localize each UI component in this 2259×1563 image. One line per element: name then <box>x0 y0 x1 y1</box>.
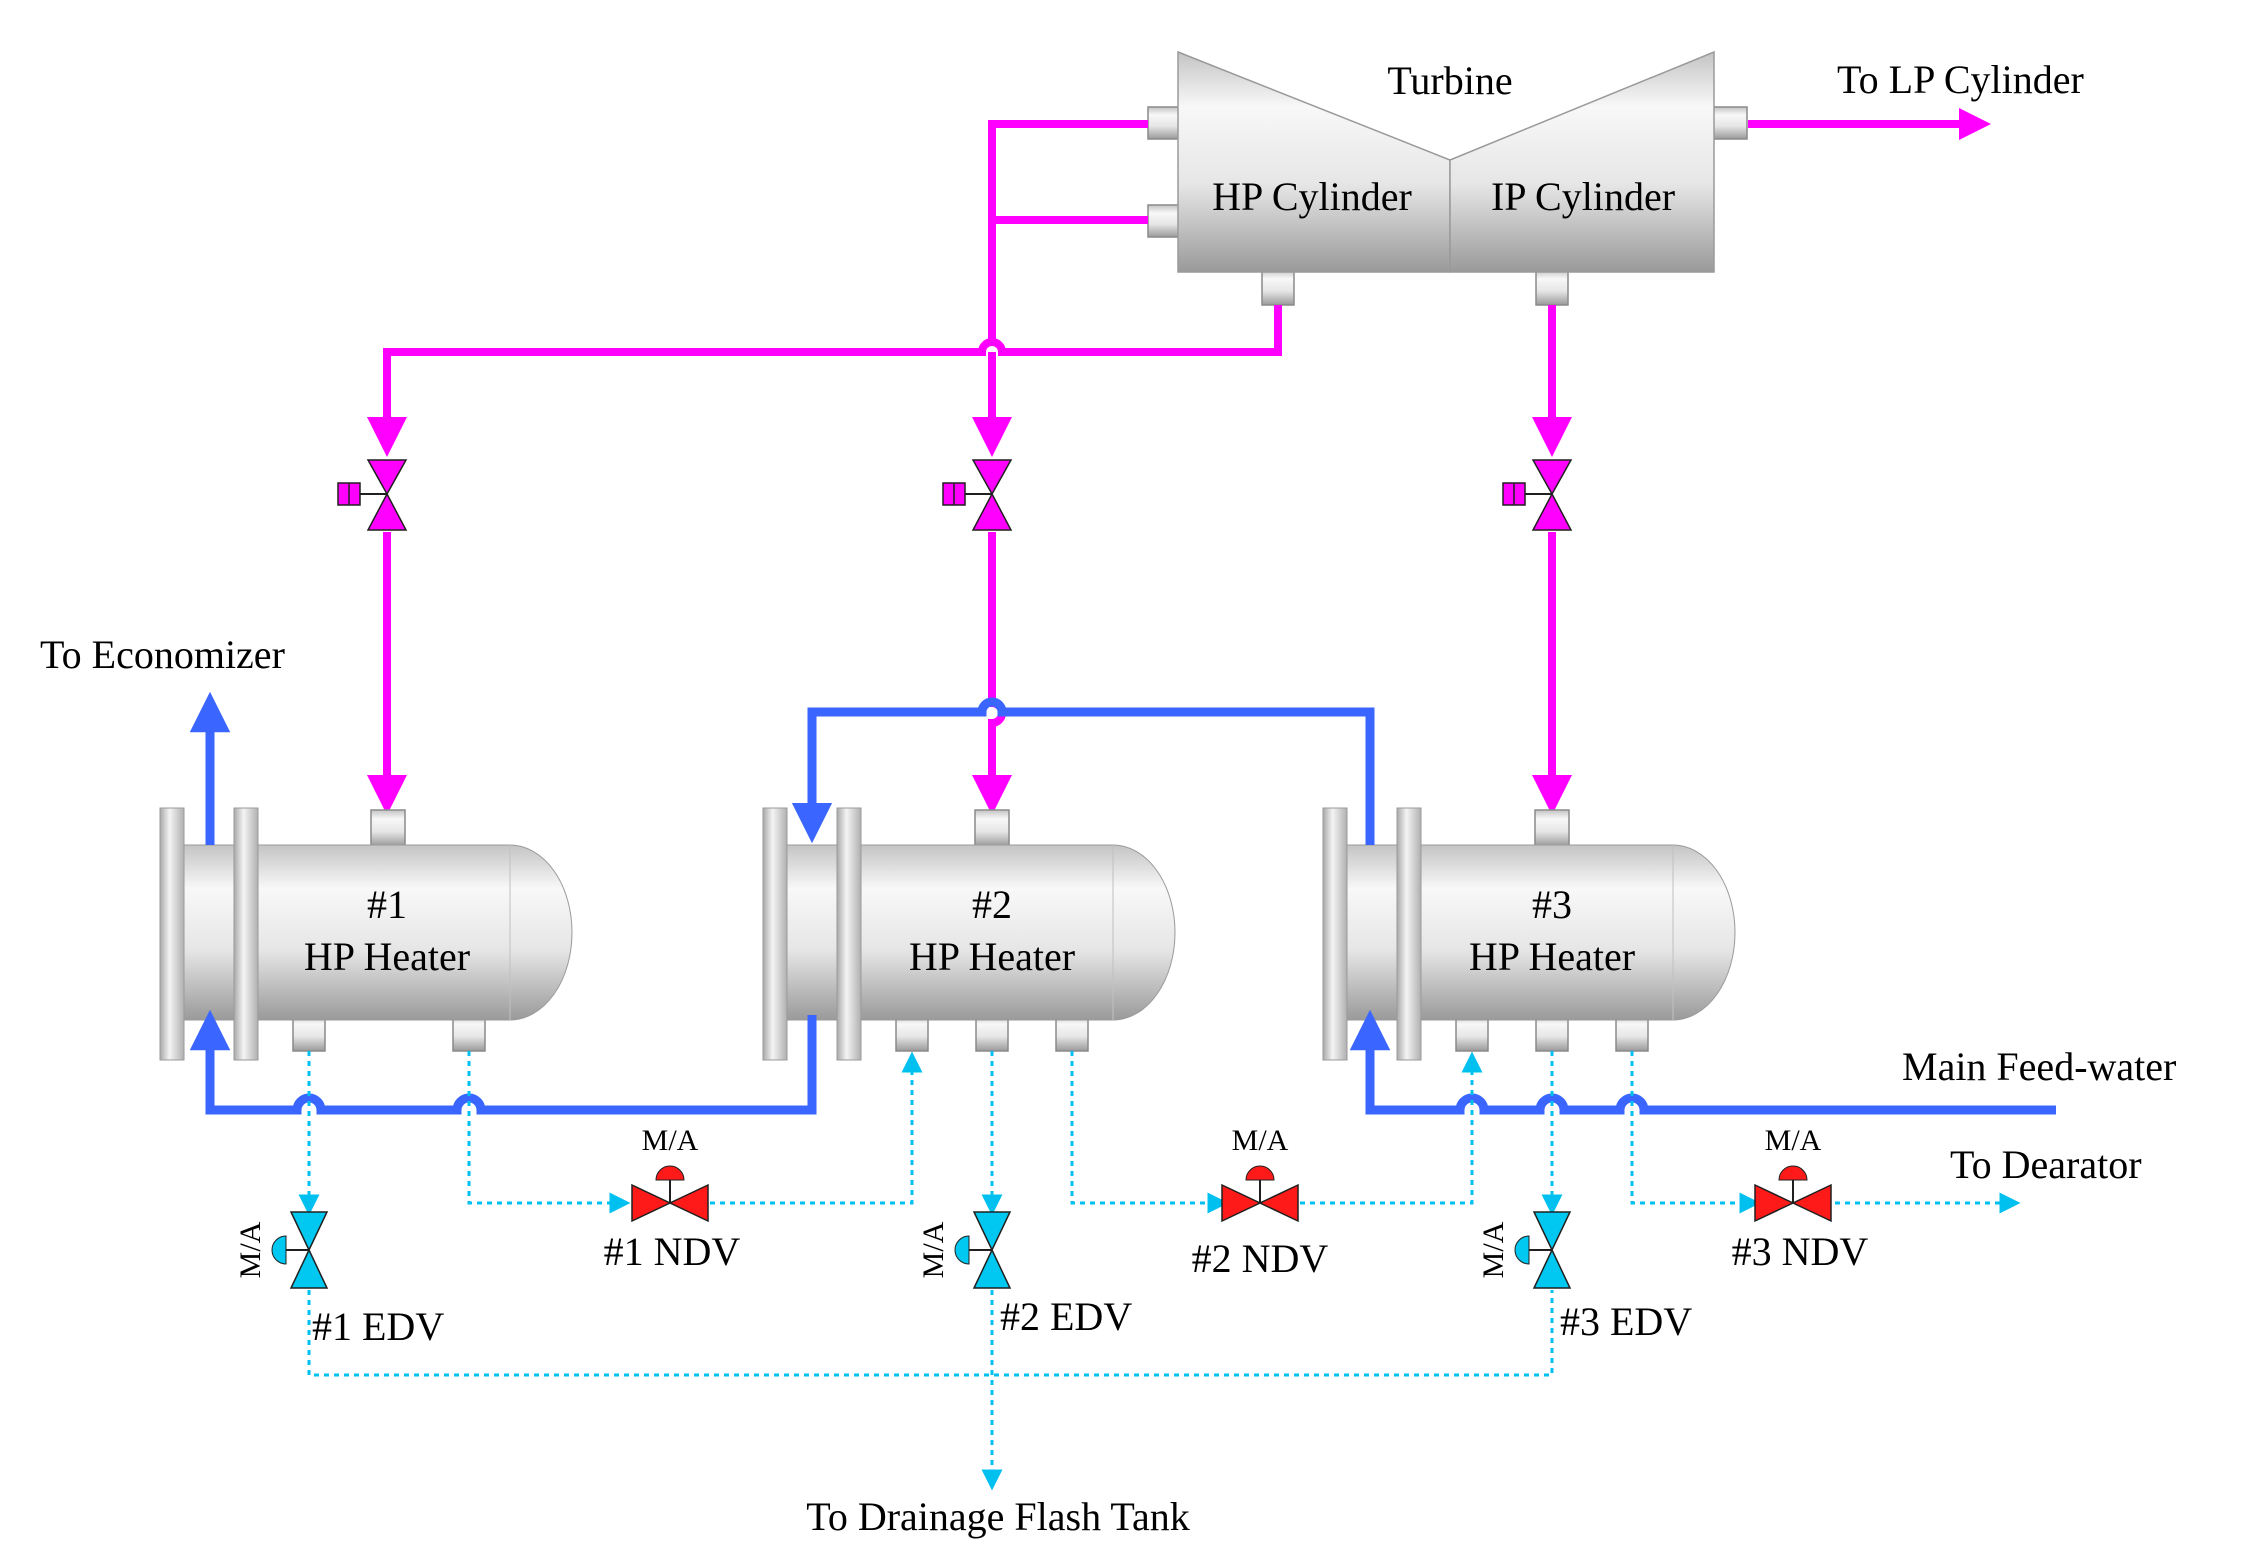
heater-waterbox <box>786 844 838 1021</box>
ndv-3-label: #3 NDV <box>1732 1229 1869 1274</box>
heater-label: HP Heater <box>1469 934 1635 979</box>
drain-lines <box>298 1051 2021 1491</box>
feedwater-heater3-to-heater2 <box>791 697 1375 845</box>
extraction-valve-1[interactable] <box>337 459 408 531</box>
turbine: Turbine HP Cylinder IP Cylinder <box>1147 50 1748 306</box>
ip-cylinder <box>1449 50 1715 273</box>
steam-line-valve2-to-heater2 <box>972 532 1012 815</box>
heater-number: #2 <box>972 882 1012 927</box>
ndv2-drain-line <box>1070 1051 1229 1214</box>
heater-top-nozzle <box>1534 809 1570 847</box>
actuator-dome-icon <box>1514 1235 1530 1265</box>
ndv-2-label: #2 NDV <box>1192 1236 1329 1281</box>
ndv-1-mode: M/A <box>642 1124 699 1157</box>
heater-drain-nozzle <box>975 1014 1009 1052</box>
heater-number: #1 <box>367 882 407 927</box>
extraction-valve-3[interactable] <box>1502 459 1573 531</box>
ip-bottom-nozzle <box>1535 269 1569 306</box>
ip-exhaust-nozzle <box>1711 106 1748 140</box>
to-lp-cylinder-label: To LP Cylinder <box>1837 57 2084 102</box>
heater-shell-flange <box>1396 807 1422 1061</box>
steam-line-to-heater1-header <box>367 305 1282 457</box>
feedwater-lines <box>189 691 2056 1115</box>
main-feedwater-line <box>1349 1009 2056 1115</box>
hp-bottom-nozzle <box>1261 269 1295 306</box>
edv-3-valve[interactable] <box>1514 1211 1572 1289</box>
edv-3-mode: M/A <box>1477 1221 1510 1278</box>
ndv-3-valve[interactable] <box>1754 1165 1832 1223</box>
heater-waterbox-flange <box>762 807 788 1061</box>
heater-2: #2 HP Heater <box>762 807 1176 1061</box>
edv-1-valve[interactable] <box>271 1211 329 1289</box>
turbine-title: Turbine <box>1387 58 1512 103</box>
main-feedwater-label: Main Feed-water <box>1902 1044 2176 1089</box>
heater-label: HP Heater <box>304 934 470 979</box>
edv-3-label: #3 EDV <box>1560 1299 1692 1344</box>
edv-1-mode: M/A <box>234 1221 267 1278</box>
heater-drain-nozzle <box>1455 1014 1489 1052</box>
heater-waterbox-flange <box>159 807 185 1061</box>
heater-label: HP Heater <box>909 934 1075 979</box>
actuator-dome-icon <box>271 1235 287 1265</box>
edv-2-mode: M/A <box>917 1221 950 1278</box>
ndv1-drain-line <box>467 1051 631 1214</box>
feedwater-heater2-to-heater1 <box>189 1009 817 1115</box>
heater-drain-nozzle <box>895 1014 929 1052</box>
ndv-3-mode: M/A <box>1765 1124 1822 1157</box>
heater-waterbox <box>1346 844 1398 1021</box>
heater-shell <box>257 844 573 1021</box>
heater-3: #3 HP Heater <box>1322 807 1736 1061</box>
actuator-dome-icon <box>954 1235 970 1265</box>
actuator-dome-icon <box>655 1165 685 1181</box>
heater-top-nozzle <box>974 809 1010 847</box>
to-dearator-label: To Dearator <box>1950 1142 2142 1187</box>
hp-extraction-nozzle-upper <box>1147 106 1181 140</box>
heater-shell-flange <box>233 807 259 1061</box>
heater-drain-nozzle <box>1535 1014 1569 1052</box>
heater-shell <box>860 844 1176 1021</box>
extraction-valve-2[interactable] <box>942 459 1013 531</box>
extraction-steam-lines <box>367 108 1991 815</box>
heater-number: #3 <box>1532 882 1572 927</box>
heater-1: #1 HP Heater <box>159 807 573 1061</box>
actuator-dome-icon <box>1778 1165 1808 1181</box>
heater-top-nozzle <box>370 809 406 847</box>
heater-waterbox-flange <box>1322 807 1348 1061</box>
ndv3-drain-line <box>1630 1051 1761 1214</box>
ndv-1-label: #1 NDV <box>604 1229 741 1274</box>
heater-shell-flange <box>836 807 862 1061</box>
heater-drain-nozzle <box>452 1014 486 1052</box>
to-economizer-label: To Economizer <box>40 632 285 677</box>
ndv-2-mode: M/A <box>1232 1124 1289 1157</box>
ndv2-to-heater3 <box>1300 1051 1483 1205</box>
actuator-dome-icon <box>1245 1165 1275 1181</box>
heater-waterbox <box>183 844 235 1021</box>
ndv-1-valve[interactable] <box>631 1165 709 1223</box>
ndv-2-valve[interactable] <box>1221 1165 1299 1223</box>
hp-cylinder-label: HP Cylinder <box>1212 174 1412 219</box>
edv-2-valve[interactable] <box>954 1211 1012 1289</box>
to-flash-tank-label: To Drainage Flash Tank <box>806 1494 1190 1539</box>
edv-common-header <box>307 1290 1554 1377</box>
edv-1-label: #1 EDV <box>312 1304 444 1349</box>
ip-cylinder-label: IP Cylinder <box>1491 174 1675 219</box>
edv-2-label: #2 EDV <box>1000 1294 1132 1339</box>
heater-drain-nozzle <box>1055 1014 1089 1052</box>
hp-extraction-nozzle-lower <box>1147 204 1181 238</box>
steam-line-upper-nozzle <box>988 120 1148 343</box>
heater-shell <box>1420 844 1736 1021</box>
ndv1-to-heater2 <box>710 1051 923 1205</box>
